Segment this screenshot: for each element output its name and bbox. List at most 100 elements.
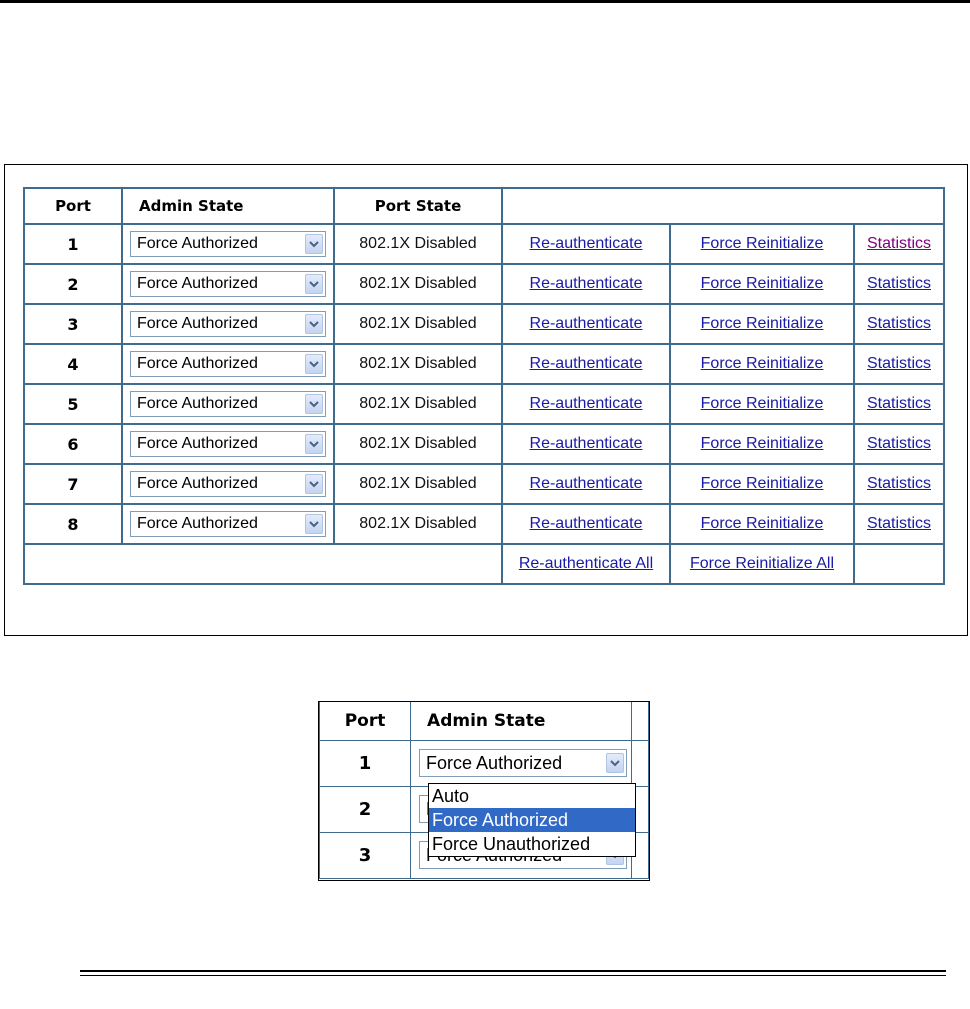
select-dropdown-button[interactable]	[305, 514, 323, 534]
port-number: 4	[23, 343, 123, 385]
admin-state-select-value: Force Authorized	[426, 752, 563, 773]
force-reinitialize-link[interactable]: Force Reinitialize	[700, 275, 824, 292]
reauthenticate-link[interactable]: Re-authenticate	[529, 275, 643, 292]
reauthenticate-link[interactable]: Re-authenticate	[529, 395, 643, 412]
admin-state-select[interactable]: Force Authorized	[130, 391, 326, 417]
port-number: 7	[23, 463, 123, 505]
force-reinitialize-link[interactable]: Force Reinitialize	[700, 355, 824, 372]
statistics-link[interactable]: Statistics	[866, 435, 931, 452]
select-dropdown-button[interactable]	[305, 474, 323, 494]
inset-header-row: Port Admin State	[319, 702, 649, 741]
chevron-down-icon	[309, 520, 319, 527]
admin-state-column-header: Admin State	[121, 187, 335, 225]
statistics-link[interactable]: Statistics	[866, 395, 931, 412]
chevron-down-icon	[610, 759, 620, 766]
force-reinitialize-link[interactable]: Force Reinitialize	[700, 235, 824, 252]
select-dropdown-button[interactable]	[305, 314, 323, 334]
reauthenticate-link[interactable]: Re-authenticate	[529, 235, 643, 252]
dropdown-option[interactable]: Force Authorized	[429, 808, 635, 832]
force-reinitialize-link[interactable]: Force Reinitialize	[700, 395, 824, 412]
select-dropdown-button[interactable]	[305, 434, 323, 454]
port-state-text: 802.1X Disabled	[333, 303, 503, 345]
statistics-link[interactable]: Statistics	[866, 515, 931, 532]
table-header-row: Port Admin State Port State	[23, 187, 945, 225]
port-state-text: 802.1X Disabled	[333, 423, 503, 465]
port-state-column-header: Port State	[333, 187, 503, 225]
table-row: 1 Force Authorized 802.1X Disabled Re-authe…	[23, 223, 945, 265]
port-state-text: 802.1X Disabled	[333, 263, 503, 305]
port-number: 1	[23, 223, 123, 265]
force-reinitialize-link[interactable]: Force Reinitialize	[700, 475, 824, 492]
select-dropdown-button[interactable]	[305, 234, 323, 254]
admin-state-select[interactable]: Force Authorized	[130, 311, 326, 337]
port-state-text: 802.1X Disabled	[333, 463, 503, 505]
table-row: 7 Force Authorized 802.1X Disabled Re-authe…	[23, 463, 945, 505]
admin-state-select-value: Force Authorized	[137, 395, 258, 412]
inset-port-column-header: Port	[319, 702, 412, 741]
select-dropdown-button[interactable]	[305, 354, 323, 374]
admin-state-select[interactable]: Force Authorized	[130, 271, 326, 297]
port-number: 3	[23, 303, 123, 345]
admin-state-select-value: Force Authorized	[137, 275, 258, 292]
select-dropdown-button[interactable]	[305, 274, 323, 294]
admin-state-select[interactable]: Force Authorized	[130, 231, 326, 257]
inset-port-number: 2	[319, 786, 412, 833]
admin-state-select-value: Force Authorized	[137, 515, 258, 532]
chevron-down-icon	[309, 240, 319, 247]
admin-state-select[interactable]: Force Authorized	[130, 351, 326, 377]
reauthenticate-link[interactable]: Re-authenticate	[529, 515, 643, 532]
inset-admin-state-select[interactable]: Force Authorized	[419, 749, 628, 777]
select-dropdown-button[interactable]	[606, 753, 625, 773]
table-row: 4 Force Authorized 802.1X Disabled Re-authe…	[23, 343, 945, 385]
bottom-rule-thin	[80, 975, 946, 976]
inset-port-number: 3	[319, 832, 412, 879]
force-reinitialize-link[interactable]: Force Reinitialize	[700, 435, 824, 452]
admin-state-select[interactable]: Force Authorized	[130, 511, 326, 537]
table-footer-row: Re-authenticate All Force Reinitialize A…	[23, 543, 945, 585]
chevron-down-icon	[309, 480, 319, 487]
force-reinitialize-link[interactable]: Force Reinitialize	[700, 315, 824, 332]
chevron-down-icon	[309, 400, 319, 407]
reauthenticate-link[interactable]: Re-authenticate	[529, 475, 643, 492]
port-column-header: Port	[23, 187, 123, 225]
admin-state-select[interactable]: Force Authorized	[130, 471, 326, 497]
statistics-link[interactable]: Statistics	[866, 275, 931, 292]
admin-state-select[interactable]: Force Authorized	[130, 431, 326, 457]
chevron-down-icon	[309, 320, 319, 327]
reauthenticate-link[interactable]: Re-authenticate	[529, 435, 643, 452]
force-reinitialize-link[interactable]: Force Reinitialize	[700, 515, 824, 532]
admin-state-select-value: Force Authorized	[137, 435, 258, 452]
reauthenticate-link[interactable]: Re-authenticate	[529, 315, 643, 332]
port-number: 5	[23, 383, 123, 425]
reauthenticate-link[interactable]: Re-authenticate	[529, 355, 643, 372]
admin-state-select-value: Force Authorized	[137, 235, 258, 252]
chevron-down-icon	[309, 440, 319, 447]
dropdown-option[interactable]: Force Unauthorized	[432, 834, 591, 854]
statistics-link[interactable]: Statistics	[866, 235, 931, 252]
chevron-down-icon	[309, 360, 319, 367]
admin-state-select-value: Force Authorized	[137, 475, 258, 492]
port-number: 8	[23, 503, 123, 545]
port-number: 6	[23, 423, 123, 465]
chevron-down-icon	[309, 280, 319, 287]
port-state-text: 802.1X Disabled	[333, 343, 503, 385]
statistics-link[interactable]: Statistics	[866, 475, 931, 492]
actions-column-header	[501, 187, 945, 225]
statistics-link[interactable]: Statistics	[866, 355, 931, 372]
top-rule	[0, 0, 970, 3]
statistics-link[interactable]: Statistics	[866, 315, 931, 332]
admin-state-select-value: Force Authorized	[137, 355, 258, 372]
reauthenticate-all-link[interactable]: Re-authenticate All	[518, 555, 654, 572]
force-reinitialize-all-link[interactable]: Force Reinitialize All	[689, 555, 835, 572]
dropdown-option[interactable]: Auto	[432, 786, 470, 806]
inset-admin-state-column-header: Admin State	[410, 702, 633, 741]
port-state-text: 802.1X Disabled	[333, 223, 503, 265]
select-dropdown-button[interactable]	[305, 394, 323, 414]
